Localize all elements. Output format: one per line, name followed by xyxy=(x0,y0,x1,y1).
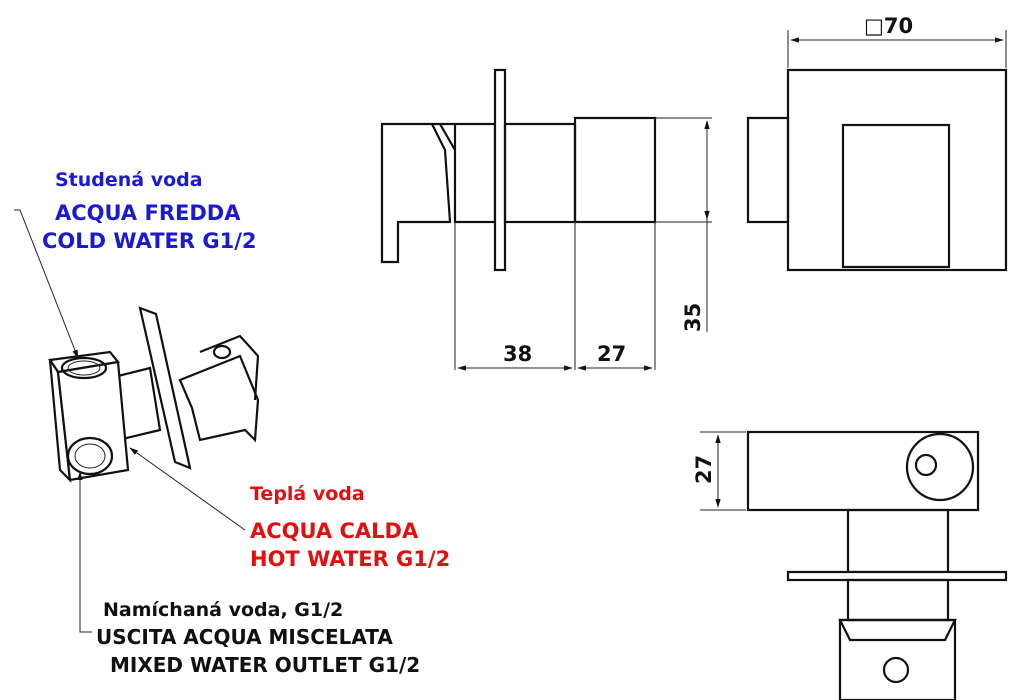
cold-label-line2: ACQUA FREDDA xyxy=(55,201,241,225)
dim-27-text: 27 xyxy=(597,342,626,366)
cold-label-line1: Studená voda xyxy=(55,169,203,191)
dim-length: 38 27 xyxy=(457,342,653,371)
cold-label-line3: COLD WATER G1/2 xyxy=(42,229,257,253)
leader-lines xyxy=(14,209,246,633)
top-view: 27 xyxy=(692,430,1008,700)
hot-label-line3: HOT WATER G1/2 xyxy=(250,547,450,571)
mixed-label-line1: Namíchaná voda, G1/2 xyxy=(103,599,343,621)
dim-35-text: 35 xyxy=(681,303,705,332)
side-view xyxy=(380,68,712,370)
mixed-label-line3: MIXED WATER OUTLET G1/2 xyxy=(110,653,420,677)
front-view: □70 xyxy=(746,14,1008,272)
dim-70-text: □70 xyxy=(864,14,913,38)
mixed-label-line2: USCITA ACQUA MISCELATA xyxy=(96,625,393,649)
dim-height: 35 xyxy=(681,120,710,332)
hot-label-line1: Teplá voda xyxy=(250,483,365,505)
hot-label-line2: ACQUA CALDA xyxy=(250,519,419,543)
dim-27b-text: 27 xyxy=(692,455,716,484)
isometric-view xyxy=(48,306,260,483)
dim-38-text: 38 xyxy=(503,342,532,366)
